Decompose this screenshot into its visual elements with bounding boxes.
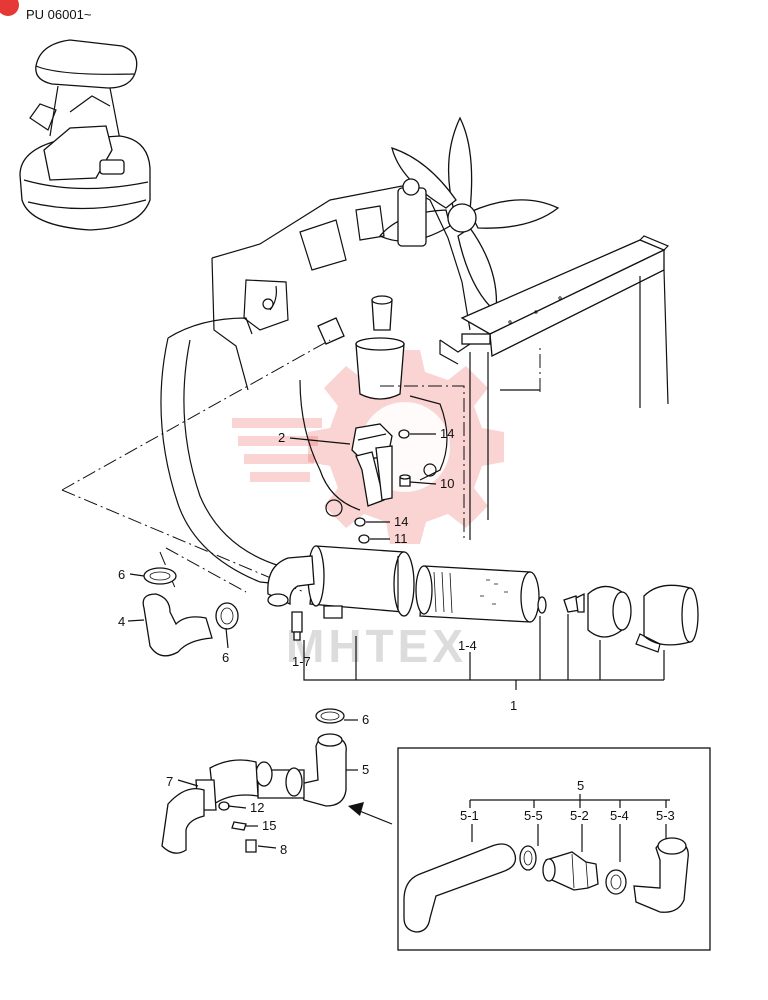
end-cover-parts bbox=[537, 584, 699, 653]
callout-14-top: 14 bbox=[440, 426, 454, 441]
callout-4: 4 bbox=[118, 614, 125, 629]
frame-rail bbox=[439, 235, 670, 540]
reference-lines bbox=[61, 339, 465, 593]
callout-6-top: 6 bbox=[118, 567, 125, 582]
engine-assembly bbox=[160, 116, 560, 587]
air-cleaner-body bbox=[267, 545, 415, 641]
callout-labels: 2 14 10 14 11 6 4 6 1-7 1-4 1 6 5 7 12 1… bbox=[118, 426, 517, 857]
callout-1-7: 1-7 bbox=[292, 654, 311, 669]
forklift-overview-thumbnail bbox=[19, 39, 151, 231]
callout-12: 12 bbox=[250, 800, 264, 815]
callout-8: 8 bbox=[280, 842, 287, 857]
callout-6-mid: 6 bbox=[222, 650, 229, 665]
leader-lines bbox=[127, 433, 665, 849]
callout-15: 15 bbox=[262, 818, 276, 833]
callout-2: 2 bbox=[278, 430, 285, 445]
callout-7: 7 bbox=[166, 774, 173, 789]
watermark-gear-icon bbox=[232, 350, 504, 544]
inset-part-5-2: 5-2 bbox=[570, 808, 589, 823]
bracket-hardware bbox=[354, 429, 411, 544]
inset-part-5-5: 5-5 bbox=[524, 808, 543, 823]
callout-14-low: 14 bbox=[394, 514, 408, 529]
intake-hose-upper bbox=[142, 567, 239, 657]
watermark-text: MHTEX bbox=[286, 620, 467, 672]
callout-10: 10 bbox=[440, 476, 454, 491]
air-cleaner-bracket bbox=[351, 423, 393, 507]
corner-badge bbox=[0, 0, 19, 16]
callout-6-low: 6 bbox=[362, 712, 369, 727]
callout-1-4: 1-4 bbox=[458, 638, 477, 653]
inset-group-label: 5 bbox=[577, 778, 584, 793]
callout-1: 1 bbox=[510, 698, 517, 713]
hose-detail-inset: 5 5-1 5-5 5-2 5-4 5-3 bbox=[397, 747, 711, 951]
air-filter-element bbox=[415, 565, 540, 623]
callout-11: 11 bbox=[394, 531, 408, 546]
intake-hose-lower bbox=[161, 708, 347, 854]
serial-range-label: PU 06001~ bbox=[26, 7, 92, 22]
inset-part-5-3: 5-3 bbox=[656, 808, 675, 823]
inset-part-5-1: 5-1 bbox=[460, 808, 479, 823]
inset-part-5-4: 5-4 bbox=[610, 808, 629, 823]
callout-5: 5 bbox=[362, 762, 369, 777]
